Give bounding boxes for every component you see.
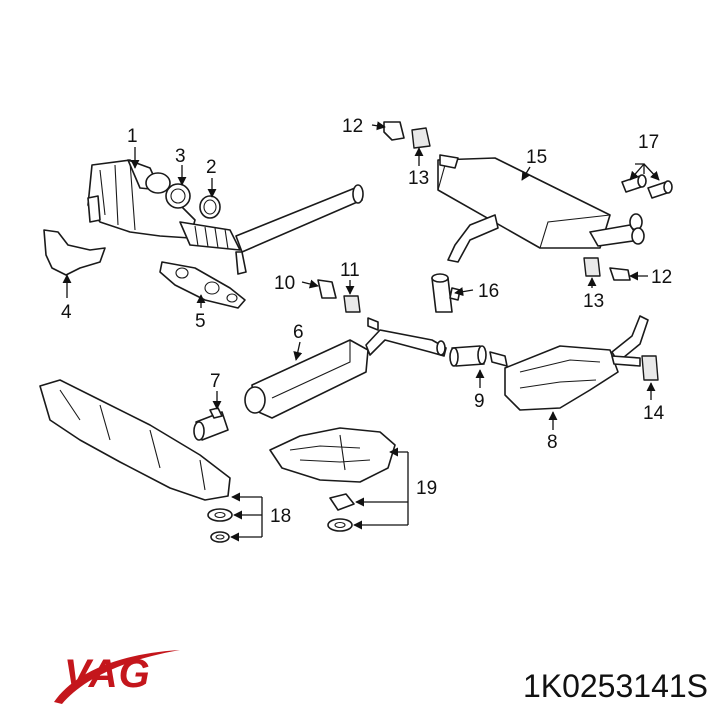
rubber-mount-rear: [641, 355, 659, 381]
vag-logo-swoosh-icon: [54, 650, 180, 704]
heat-shield-washer-18b: [210, 531, 230, 543]
rear-silencer: [437, 154, 645, 263]
callout-19: 19: [416, 478, 437, 499]
clamp-front: [193, 407, 229, 441]
part-number: 1K0253141S: [522, 668, 708, 704]
rubber-mount-middle: [343, 295, 361, 313]
heat-shield-rear: [269, 427, 396, 483]
callout-11: 11: [340, 260, 360, 281]
callout-3: 3: [175, 146, 186, 167]
callout-14: 14: [643, 403, 665, 424]
heat-shield-washer-19a: [329, 493, 355, 511]
callout-10: 10: [274, 273, 295, 294]
flange-gasket-plate: [159, 261, 246, 309]
hanger-bracket-right: [609, 267, 631, 281]
callout-7: 7: [210, 371, 221, 392]
callout-6: 6: [293, 322, 304, 343]
callout-12-top: 12: [342, 116, 363, 137]
rubber-mount-top: [411, 127, 431, 149]
bracket: [43, 229, 106, 276]
rubber-mount-right: [583, 257, 601, 277]
flange-ring: [145, 172, 191, 209]
hanger-bracket-middle: [317, 279, 337, 299]
gasket: [199, 195, 221, 219]
callout-numbers: 1 2 3 4 5 6 7 8 9 10 11 12 12 13 13 14 1…: [61, 116, 672, 527]
rear-muffler: [489, 315, 649, 411]
callout-15: 15: [526, 147, 547, 168]
vag-logo: VAG: [64, 652, 151, 696]
callout-13-top: 13: [408, 168, 429, 189]
callout-2: 2: [206, 157, 217, 178]
center-silencer: [244, 317, 447, 419]
callout-16: 16: [478, 281, 499, 302]
clamp-sleeve: [431, 273, 461, 313]
callout-5: 5: [195, 311, 206, 332]
heat-shield-washer-18a: [207, 508, 233, 522]
heat-shield-washer-19b: [327, 518, 353, 532]
callout-4: 4: [61, 302, 72, 323]
clamp-rear: [449, 345, 487, 367]
callout-12-right: 12: [651, 267, 672, 288]
callout-17: 17: [638, 132, 659, 153]
tail-pipes: [621, 174, 673, 199]
callout-1: 1: [127, 126, 138, 147]
heat-shield-front: [39, 379, 231, 501]
callout-18: 18: [270, 506, 291, 527]
callout-8: 8: [547, 432, 558, 453]
leader-lines: [62, 121, 660, 542]
hanger-bracket-top: [383, 121, 405, 141]
front-pipe: [179, 184, 364, 275]
callout-9: 9: [474, 391, 485, 412]
callout-13-right: 13: [583, 291, 604, 312]
